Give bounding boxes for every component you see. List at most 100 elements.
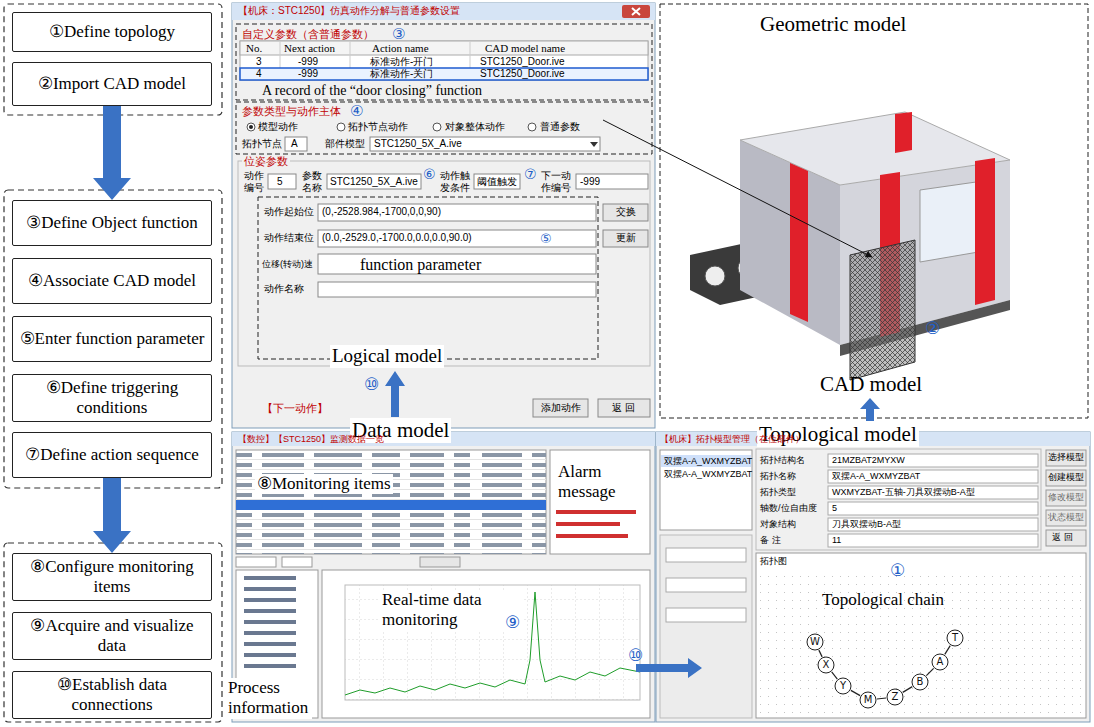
dialog-window	[318, 282, 596, 297]
dialog-window	[238, 161, 650, 366]
data-window	[556, 522, 620, 526]
data-window	[556, 510, 636, 514]
ui-text: WXMYZBAT-五轴-刀具双摆动B-A型	[832, 487, 975, 498]
dashed-region	[258, 197, 598, 359]
callout-number: ⑨	[505, 612, 520, 632]
ui-text: 创建模型	[1048, 472, 1084, 483]
dialog-window	[240, 41, 648, 80]
dashed-region	[660, 4, 1088, 418]
dialog-window	[247, 123, 255, 131]
node-letter: T	[952, 633, 958, 643]
ui-text: 添加动作	[541, 402, 581, 414]
node-letter: X	[823, 660, 830, 670]
data-window	[236, 557, 276, 567]
topology-window	[828, 534, 1038, 547]
ui-text: STC1250_5X_A.ive	[330, 176, 418, 188]
node-letter: A	[937, 657, 944, 667]
dialog-window	[598, 399, 650, 417]
annotation: Topological chain	[822, 590, 944, 610]
chain-link	[945, 646, 950, 655]
dialog-window	[285, 137, 307, 151]
dialog-window	[337, 123, 345, 131]
dialog-window	[318, 204, 596, 221]
step-label: ④Associate CAD model	[28, 271, 196, 291]
ui-text: 状态模型	[1048, 512, 1084, 523]
data-window	[236, 450, 546, 554]
ui-text: 动作编号	[244, 170, 266, 194]
chain-link	[832, 672, 838, 679]
chain-link	[819, 650, 822, 657]
annotation: A record of the “door closing” function	[262, 83, 482, 100]
ui-text: STC1250_Door.ive	[480, 56, 565, 68]
step-box: ②Import CAD model	[12, 62, 212, 106]
flow-arrow	[93, 106, 131, 200]
data-window	[236, 500, 546, 510]
callout-number: ⑩	[364, 374, 379, 394]
dialog-window	[622, 5, 650, 18]
callout-number: ⑩	[628, 645, 643, 665]
ui-text: 拓扑节点动作	[348, 121, 408, 133]
chain-node-outline	[807, 634, 823, 650]
callout-number: ①	[890, 560, 905, 580]
panel-heading: 自定义参数（含普通参数）	[242, 28, 374, 41]
chain-node: M	[859, 691, 877, 709]
chain-link	[926, 668, 933, 675]
ui-text: STC1250_5X_A.ive	[374, 138, 462, 150]
machine-model	[895, 112, 912, 153]
chain-node-outline	[887, 689, 903, 705]
ui-text: A	[291, 138, 298, 150]
chain-node-outline	[860, 692, 876, 708]
ui-text: 动作起始位	[264, 206, 314, 218]
step-box: ①Define topology	[12, 12, 212, 52]
machine-model	[790, 163, 808, 322]
link-arrow	[636, 658, 702, 678]
dialog-window	[370, 137, 600, 151]
ui-text: 拓扑类型	[760, 487, 796, 498]
annotation: Logical model	[330, 345, 444, 368]
step-label: ⑤Enter function parameter	[20, 329, 205, 349]
ui-text: -999	[298, 68, 318, 80]
node-letter: Y	[840, 681, 846, 691]
step-box: ⑨Acquire and visualize data	[12, 612, 212, 660]
ui-text: 交换	[616, 206, 636, 218]
machine-model	[975, 158, 995, 305]
callout-number: ②	[925, 318, 940, 338]
step-label: ②Import CAD model	[38, 74, 186, 94]
machine-model	[850, 240, 915, 380]
dashed-region	[236, 24, 652, 100]
panel-heading: 【下一动作】	[262, 402, 328, 415]
topology-window	[666, 548, 746, 562]
data-window	[550, 450, 650, 554]
topology-window	[1046, 490, 1086, 506]
ui-text: 11	[832, 535, 841, 546]
chain-node: Z	[886, 688, 904, 706]
data-window	[236, 572, 318, 672]
ui-text: 5	[277, 176, 283, 188]
ui-text: -999	[298, 56, 318, 68]
ui-text: 位移(转动)速	[262, 259, 313, 270]
data-window	[420, 557, 460, 567]
dialog-window	[590, 142, 598, 147]
topology-window	[666, 578, 746, 592]
ui-text: 选择模型	[1048, 452, 1084, 463]
step-label: ⑦Define action sequence	[25, 445, 199, 465]
flow-arrow	[93, 478, 131, 553]
chain-node-outline	[818, 657, 834, 673]
callout-number: ③	[392, 25, 405, 43]
group-frame	[4, 543, 222, 722]
ui-text: 修改模型	[1048, 492, 1084, 503]
panel-heading: 【机床】拓扑模型管理（在位部件）	[660, 434, 804, 445]
dialog-window	[240, 68, 648, 80]
topology-window	[660, 535, 752, 718]
step-label: ①Define topology	[49, 22, 175, 42]
panel-heading: 参数类型与动作主体	[242, 105, 341, 118]
chain-node: A	[931, 653, 949, 671]
topology-window	[1046, 450, 1086, 466]
topology-window	[1046, 530, 1086, 546]
dialog-window	[533, 399, 588, 417]
dialog-window	[474, 174, 520, 189]
ui-text: 普通参数	[540, 121, 580, 133]
annotation: ⑧Monitoring items	[255, 474, 393, 494]
callout-number: ⑦	[524, 166, 537, 183]
ui-text: 备 注	[760, 535, 781, 546]
